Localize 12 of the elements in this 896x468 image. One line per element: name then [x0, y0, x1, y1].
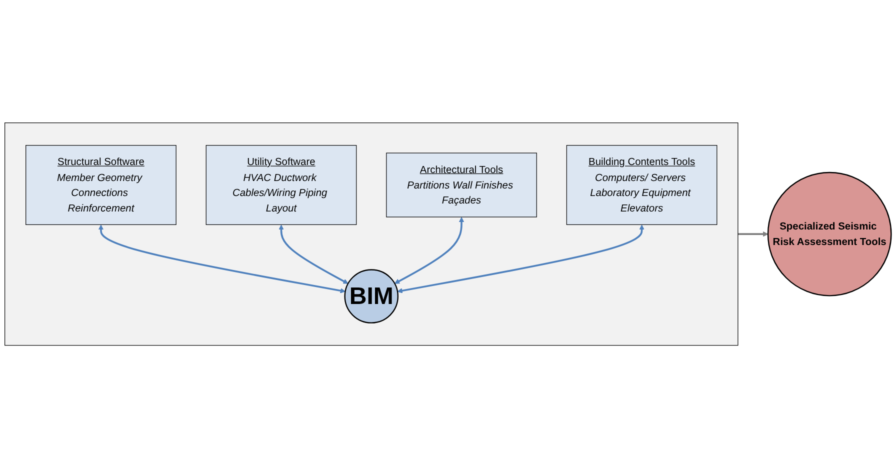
arrow: [394, 216, 464, 284]
node-box: Building Contents Tools Computers/ Servers Laboratory Equipment Elevators: [566, 144, 718, 225]
node-circle: Specialized Seismic Risk Assessment Tools: [767, 172, 892, 296]
cluster: [4, 122, 738, 346]
node-box: Utility Software HVAC Ductwork Cables/Wiring Piping Layout: [206, 144, 357, 225]
arrow: [98, 224, 346, 294]
node-circle: BIM: [344, 269, 399, 324]
arrow: [397, 224, 644, 294]
arrow: [278, 224, 348, 284]
node-box: Structural Software Member Geometry Connections Reinforcement: [26, 144, 176, 225]
node-box: Architectural Tools Partitions Wall Finishes Façades: [386, 152, 537, 218]
arrow: [738, 231, 768, 237]
